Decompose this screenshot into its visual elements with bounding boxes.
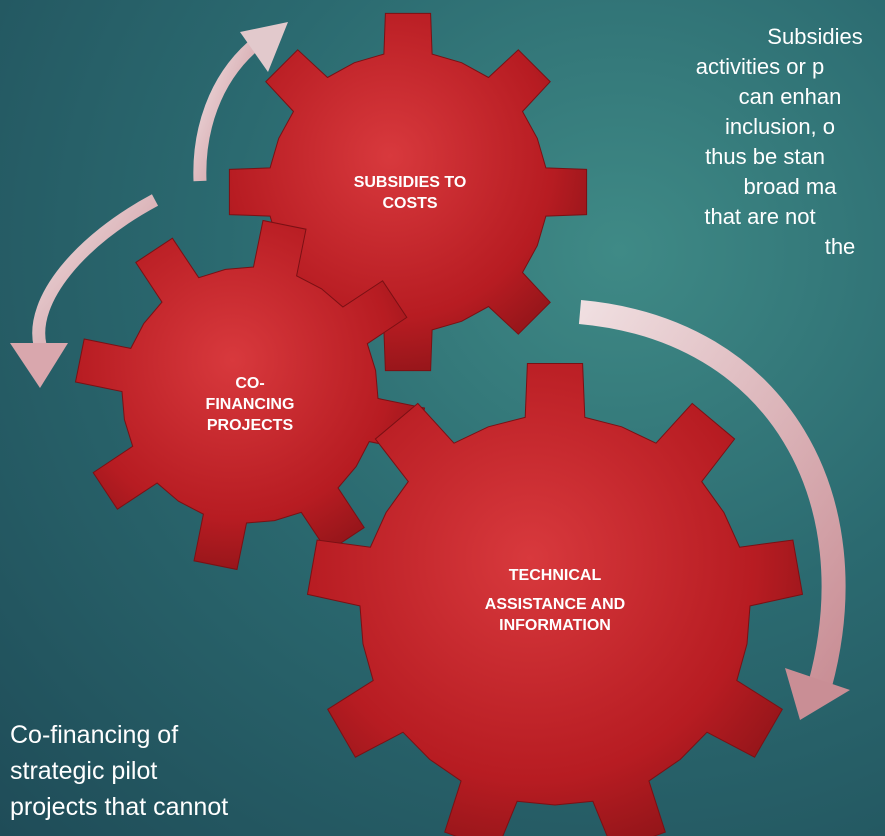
cofinancing-line2: FINANCING <box>205 396 295 413</box>
desc-right-line: that are not <box>704 204 816 229</box>
gear-cofinancing <box>74 219 426 571</box>
desc-left-line: strategic pilot <box>10 757 158 785</box>
desc-right-line: activities or p <box>695 54 825 79</box>
desc-left-line: projects that cannot <box>10 793 229 821</box>
gear-label-subsidies: SUBSIDIES TO COSTS <box>330 172 490 214</box>
desc-right-line: Subsidies <box>767 24 863 49</box>
description-subsidies: Subsidies activities or p can enhan incl… <box>590 22 885 262</box>
arrow-top <box>193 22 288 182</box>
desc-right-line: can enhan <box>738 84 842 109</box>
technical-line3: INFORMATION <box>499 617 611 634</box>
gear-label-technical: TECHNICAL ASSISTANCE AND INFORMATION <box>450 565 660 636</box>
subsidies-line1: SUBSIDIES TO <box>353 174 467 191</box>
gear-label-cofinancing: CO- FINANCING PROJECTS <box>175 373 325 436</box>
gear-subsidies <box>228 12 588 372</box>
desc-right-line: thus be stan <box>705 144 825 169</box>
technical-line2: ASSISTANCE AND <box>484 596 626 613</box>
desc-left-line: Co-financing of <box>10 721 179 749</box>
arrow-right-large <box>578 300 850 720</box>
subsidies-line2: COSTS <box>382 195 438 212</box>
cofinancing-line3: PROJECTS <box>206 417 294 434</box>
technical-line1: TECHNICAL <box>508 567 602 584</box>
desc-right-line: the <box>824 234 856 259</box>
desc-right-line: inclusion, o <box>724 114 836 139</box>
cofinancing-line1: CO- <box>235 375 265 392</box>
desc-right-line: broad ma <box>743 174 837 199</box>
gear-technical <box>306 363 804 836</box>
description-cofinancing: Co-financing of strategic pilot projects… <box>10 717 310 825</box>
arrow-left <box>10 194 159 388</box>
